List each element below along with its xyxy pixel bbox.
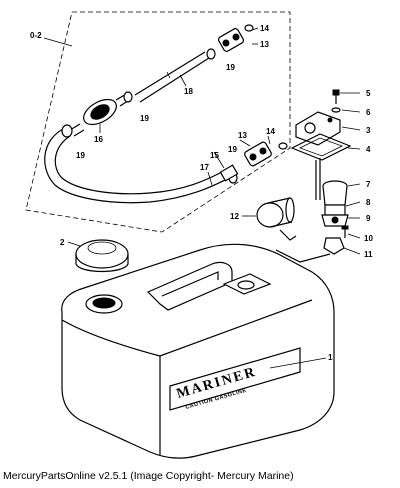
part-label-6: 6	[366, 108, 371, 117]
leader-lines	[43, 27, 361, 369]
fuel-connector-upper-13	[217, 24, 254, 52]
connector-15	[219, 164, 239, 182]
washer-6	[331, 107, 341, 113]
part-label-9: 9	[366, 214, 371, 223]
part-label-18: 18	[184, 87, 193, 96]
tank-fitting-3	[295, 111, 341, 146]
float-9	[321, 214, 349, 227]
part-label-1: 1	[328, 353, 333, 362]
fuel-cap-2	[75, 239, 129, 273]
gasket-4	[290, 133, 352, 161]
fuel-connector-lower-13	[244, 141, 288, 167]
primer-bulb-16	[69, 92, 132, 137]
part-label-12: 12	[230, 212, 239, 221]
fuel-line-group-outline	[25, 11, 291, 233]
float-housing-7	[322, 180, 348, 206]
fuel-tank-1	[61, 243, 335, 459]
part-label-4: 4	[366, 145, 371, 154]
copyright-footer: MercuryPartsOnline v2.5.1 (Image Copyrig…	[3, 470, 294, 482]
fuel-hose-17	[44, 127, 226, 204]
fuel-tank-exploded-diagram: MARINER CAUTION GASOLINE	[25, 11, 373, 459]
part-label-17: 17	[200, 163, 209, 172]
screw-5	[332, 89, 340, 104]
part-label-19-d: 19	[228, 145, 237, 154]
part-label-5: 5	[366, 89, 371, 98]
part-label-14-lower: 14	[266, 127, 275, 136]
part-label-11: 11	[364, 250, 373, 259]
fuel-gauge-arm-11	[275, 237, 345, 263]
part-label-16: 16	[94, 135, 103, 144]
part-label-15: 15	[210, 151, 219, 160]
part-label-19-c: 19	[226, 63, 235, 72]
part-label-14-upper: 14	[260, 24, 269, 33]
part-label-13-lower: 13	[238, 131, 247, 140]
part-label-13-upper: 13	[260, 40, 269, 49]
part-label-2: 2	[60, 238, 65, 247]
part-label-group: 0-2	[30, 31, 42, 40]
fuel-filter-12	[256, 197, 297, 241]
part-label-10: 10	[364, 234, 373, 243]
part-label-19-b: 19	[140, 114, 149, 123]
float-bracket-8	[324, 204, 346, 216]
part-label-8: 8	[366, 198, 371, 207]
part-label-19-a: 19	[76, 151, 85, 160]
screw-10	[341, 225, 349, 238]
fuel-hose-18	[134, 51, 210, 103]
pickup-tube	[315, 158, 321, 200]
part-label-7: 7	[366, 180, 371, 189]
part-label-3: 3	[366, 126, 371, 135]
